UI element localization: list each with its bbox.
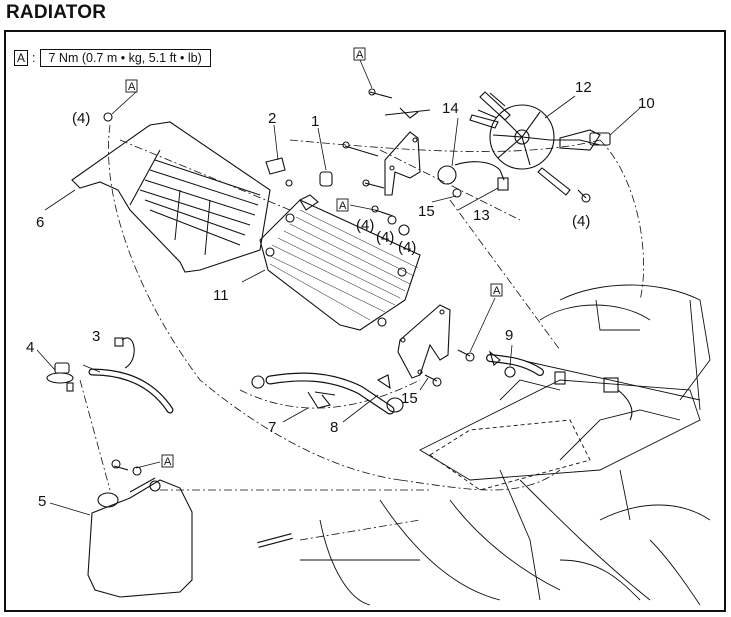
callout-3: 3 <box>92 328 100 345</box>
part-15-lower-stay <box>397 304 451 379</box>
diagram-frame <box>4 30 726 612</box>
torque-marker: A <box>14 50 29 66</box>
part-7-hose-clip <box>307 391 336 409</box>
callout-6: 6 <box>36 214 44 231</box>
part-14-thermo-switch <box>437 161 509 191</box>
qty-radiator-washer-1: (4) <box>376 229 394 246</box>
part-8-radiator-hose <box>251 372 404 415</box>
torque-mark-shroud: A <box>128 81 136 93</box>
part-6-radiator-shroud <box>71 121 271 273</box>
bolts <box>103 88 591 476</box>
torque-legend: A : 7 Nm (0.7 m • kg, 5.1 ft • lb) <box>14 49 211 67</box>
callout-2: 2 <box>268 110 276 127</box>
torque-value: 7 Nm (0.7 m • kg, 5.1 ft • lb) <box>39 49 211 67</box>
callout-14: 14 <box>442 100 459 117</box>
part-15-upper-stay <box>384 131 421 196</box>
part-10-fan-connector <box>589 132 611 146</box>
qty-fan-bolt: (4) <box>572 213 590 230</box>
callout-1: 1 <box>311 113 319 130</box>
callout-13: 13 <box>473 207 490 224</box>
part-11-radiator <box>259 199 421 331</box>
callout-8: 8 <box>330 419 338 436</box>
callout-leaders <box>36 59 641 516</box>
part-12-radiator-fan <box>469 91 601 196</box>
wire-connectors <box>554 371 633 421</box>
callout-15-lower: 15 <box>401 390 418 407</box>
fan-bracket-clamp <box>384 107 431 119</box>
torque-mark-labels: A A A A A <box>128 49 501 468</box>
reservoir-breather-hose <box>257 533 293 548</box>
qty-radiator-washer-2: (4) <box>398 239 416 256</box>
part-3-overflow-hose <box>88 337 174 414</box>
torque-mark-radiator-bolt: A <box>339 200 347 212</box>
callout-4: 4 <box>26 339 34 356</box>
page-title: RADIATOR <box>6 2 107 23</box>
torque-mark-tank-bolt: A <box>164 456 172 468</box>
vehicle-frame-outline <box>300 284 711 606</box>
callout-11-12: 12 <box>575 79 592 96</box>
callout-11: 11 <box>213 287 229 304</box>
qty-shroud-bolt: (4) <box>72 110 90 127</box>
callout-9: 9 <box>505 327 513 344</box>
callout-7: 7 <box>268 419 276 436</box>
callout-labels: 1 2 3 4 5 6 7 8 9 10 12 11 13 14 15 15 <box>26 79 655 510</box>
callout-5: 5 <box>38 493 46 510</box>
part-5-coolant-reservoir <box>87 477 193 598</box>
quantity-labels: (4) (4) (4) (4) (4) <box>72 110 590 256</box>
torque-marks <box>125 47 503 468</box>
torque-mark-fan-bracket: A <box>356 49 364 61</box>
qty-radiator-bolt: (4) <box>356 217 374 234</box>
assembly-guide-lines <box>79 124 644 541</box>
callout-10: 10 <box>638 95 655 112</box>
part-1-radiator-cap <box>299 171 333 211</box>
part-4-reservoir-cap <box>46 362 74 392</box>
callout-15-upper: 15 <box>418 203 435 220</box>
legend-separator: : <box>32 51 36 65</box>
torque-mark-stay-bolt: A <box>493 285 501 297</box>
part-2-hose <box>265 157 293 187</box>
part-9-hose <box>486 350 544 378</box>
